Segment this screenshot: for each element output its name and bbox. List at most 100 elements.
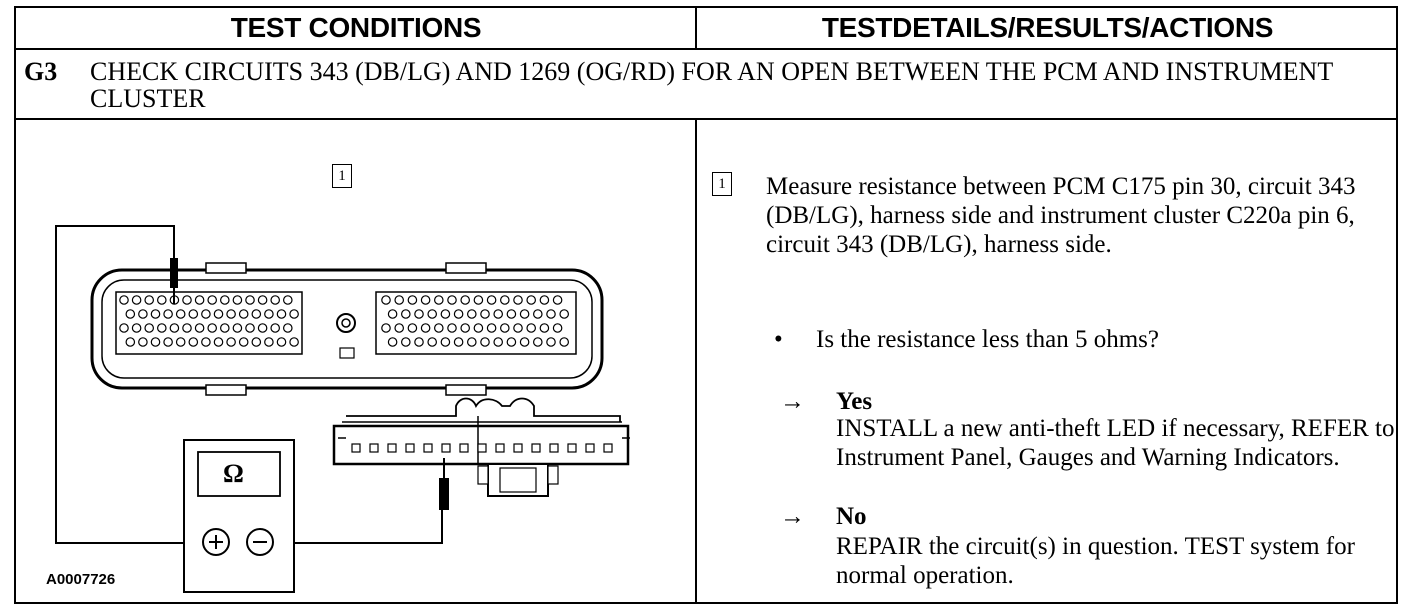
no-label: No — [836, 503, 867, 530]
connector-pin — [532, 337, 543, 347]
cluster-pin — [567, 443, 577, 453]
connector-pin — [559, 337, 569, 347]
connector-pin — [201, 309, 211, 319]
cluster-pin — [351, 443, 361, 453]
connector-pin — [506, 337, 517, 347]
connector-pin — [499, 323, 510, 333]
connector-pin — [226, 337, 236, 347]
connector-pin — [169, 323, 180, 333]
connector-pin — [532, 309, 543, 319]
yes-label: Yes — [836, 388, 873, 415]
connector-pin — [182, 323, 192, 333]
figure-id: A0007726 — [46, 571, 116, 588]
connector-pin — [552, 295, 563, 305]
pcm-connector-icon — [90, 262, 604, 396]
connector-pin — [427, 337, 437, 347]
connector-pin — [486, 323, 497, 333]
connector-pin — [150, 337, 161, 347]
connector-pin — [447, 295, 457, 305]
test-lead-wire-positive — [55, 225, 214, 544]
connector-pin — [513, 323, 523, 333]
yes-text: INSTALL a new anti-theft LED if necessar… — [836, 415, 1395, 471]
test-sheet: TEST CONDITIONS TESTDETAILS/RESULTS/ACTI… — [14, 6, 1398, 604]
connector-pin — [539, 295, 550, 305]
connector-pin — [257, 295, 268, 305]
connector-pin — [264, 337, 274, 347]
connector-pin — [207, 295, 217, 305]
connector-pin — [289, 337, 299, 347]
connector-pin — [559, 309, 569, 319]
connector-pin — [276, 309, 287, 319]
connector-pin — [138, 309, 148, 319]
connector-pin — [213, 309, 224, 319]
connector-pin — [493, 337, 503, 347]
connector-pin — [466, 309, 477, 319]
connector-pin — [466, 337, 477, 347]
connector-pin — [188, 337, 199, 347]
connector-pin — [144, 323, 154, 333]
step-divider — [16, 118, 1396, 120]
connector-pin — [125, 337, 136, 347]
connector-pin — [394, 295, 404, 305]
circuit-diagram — [55, 225, 630, 593]
connector-pin — [194, 295, 205, 305]
connector-pin — [245, 295, 255, 305]
cluster-pin — [531, 443, 541, 453]
connector-pin — [473, 323, 484, 333]
connector-pin — [427, 309, 437, 319]
cluster-pin — [369, 443, 379, 453]
connector-pin — [381, 295, 391, 305]
connector-pin — [453, 309, 464, 319]
connector-pin — [381, 323, 391, 333]
connector-pin — [238, 309, 249, 319]
connector-pin — [546, 337, 556, 347]
connector-pin — [213, 337, 224, 347]
connector-pin — [289, 309, 299, 319]
cluster-pin — [459, 443, 469, 453]
step-id: G3 — [24, 57, 58, 86]
connector-pin — [119, 323, 129, 333]
connector-pin — [245, 323, 255, 333]
connector-pin — [119, 295, 129, 305]
connector-pin — [220, 295, 230, 305]
connector-pin — [220, 323, 230, 333]
connector-pin — [138, 337, 148, 347]
connector-pin — [519, 337, 530, 347]
connector-pin — [493, 309, 503, 319]
yes-arrow: → — [780, 388, 805, 415]
connector-pin — [175, 309, 186, 319]
details-callout-1: 1 — [712, 172, 732, 196]
connector-pin — [157, 323, 167, 333]
step-title: CHECK CIRCUITS 343 (DB/LG) AND 1269 (OG/… — [90, 57, 1333, 113]
test-lead-wire-negative — [286, 508, 443, 544]
header-test-conditions: TEST CONDITIONS — [230, 12, 482, 43]
connector-pin — [460, 295, 470, 305]
connector-pin — [433, 323, 444, 333]
connector-pin — [131, 323, 142, 333]
connector-pin — [546, 309, 556, 319]
connector-pin — [201, 337, 211, 347]
connector-pin — [414, 309, 424, 319]
connector-pin — [207, 323, 217, 333]
connector-pin — [480, 337, 490, 347]
body-column-divider — [695, 118, 697, 604]
ohmmeter-icon — [183, 439, 295, 593]
connector-pin — [270, 295, 281, 305]
connector-pin — [150, 309, 161, 319]
connector-pin — [232, 323, 243, 333]
connector-pin — [400, 309, 411, 319]
connector-pin — [552, 323, 563, 333]
connector-pin — [499, 295, 510, 305]
cluster-pin — [423, 443, 433, 453]
connector-pin — [407, 295, 418, 305]
cluster-pin — [513, 443, 523, 453]
cluster-test-probe-icon — [439, 458, 449, 510]
connector-pin — [400, 337, 411, 347]
connector-pin — [420, 295, 431, 305]
instruction-text: Measure resistance between PCM C175 pin … — [766, 173, 1356, 258]
connector-pin — [163, 337, 173, 347]
connector-pin — [276, 337, 287, 347]
connector-pin — [282, 323, 293, 333]
connector-pin — [420, 323, 431, 333]
connector-pin — [251, 337, 262, 347]
